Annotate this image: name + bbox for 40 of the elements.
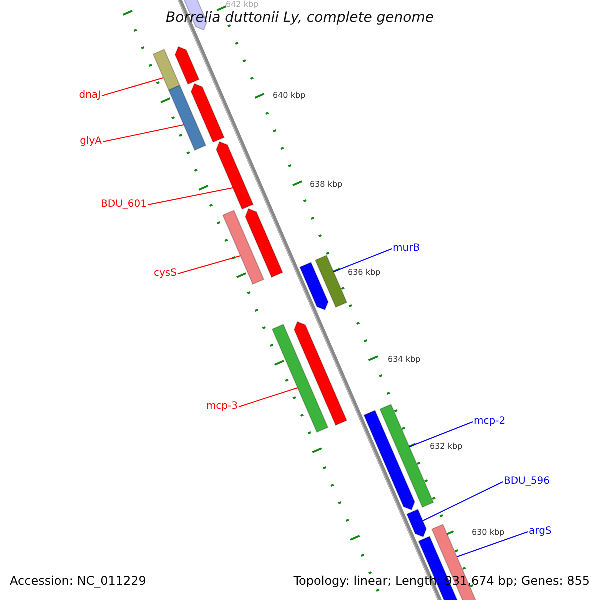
gene-label: glyA [80, 137, 102, 147]
leader-line [456, 532, 528, 558]
leader-line [102, 78, 164, 96]
scale-label: 640 kbp [273, 92, 306, 100]
gene-label: cysS [154, 269, 177, 279]
gene-label: argS [529, 527, 552, 537]
leader-line [238, 388, 298, 408]
title: Borrelia duttonii Ly, complete genome [165, 11, 435, 25]
scale-label: 636 kbp [348, 269, 381, 277]
gene-label: BDU_596 [504, 477, 550, 487]
gene-bar [294, 321, 348, 426]
gene-bar [216, 141, 254, 210]
scale-label: 642 kbp [226, 1, 259, 9]
gene-bar [245, 208, 284, 278]
gene-label: BDU_601 [101, 200, 147, 210]
leader-line [102, 124, 184, 142]
gene-bar [406, 508, 428, 538]
scale-label: 632 kbp [430, 443, 463, 451]
gene-bar [272, 324, 329, 434]
gene-bar [364, 410, 416, 511]
scale-label: 630 kbp [472, 529, 505, 537]
gene-bar [174, 46, 200, 86]
gene-label: mcp-3 [206, 402, 238, 412]
info-text: Accession: NC_011229 [10, 575, 146, 587]
gene-label: mcp-2 [474, 417, 506, 427]
gene-label: murB [393, 244, 420, 254]
leader-line [333, 248, 392, 272]
leader-line [422, 482, 504, 522]
gene-bar [190, 83, 225, 144]
gene-bar [168, 84, 207, 152]
leader-line [148, 188, 234, 206]
leader-line [178, 256, 242, 274]
gene-bar [152, 48, 181, 92]
scale-label: 634 kbp [388, 356, 421, 364]
gene-bar [314, 254, 348, 308]
gene-label: dnaJ [79, 91, 101, 101]
gene-bar [222, 210, 265, 286]
scale-label: 638 kbp [310, 181, 343, 189]
gene-bar [299, 262, 329, 311]
leader-line [409, 422, 474, 448]
